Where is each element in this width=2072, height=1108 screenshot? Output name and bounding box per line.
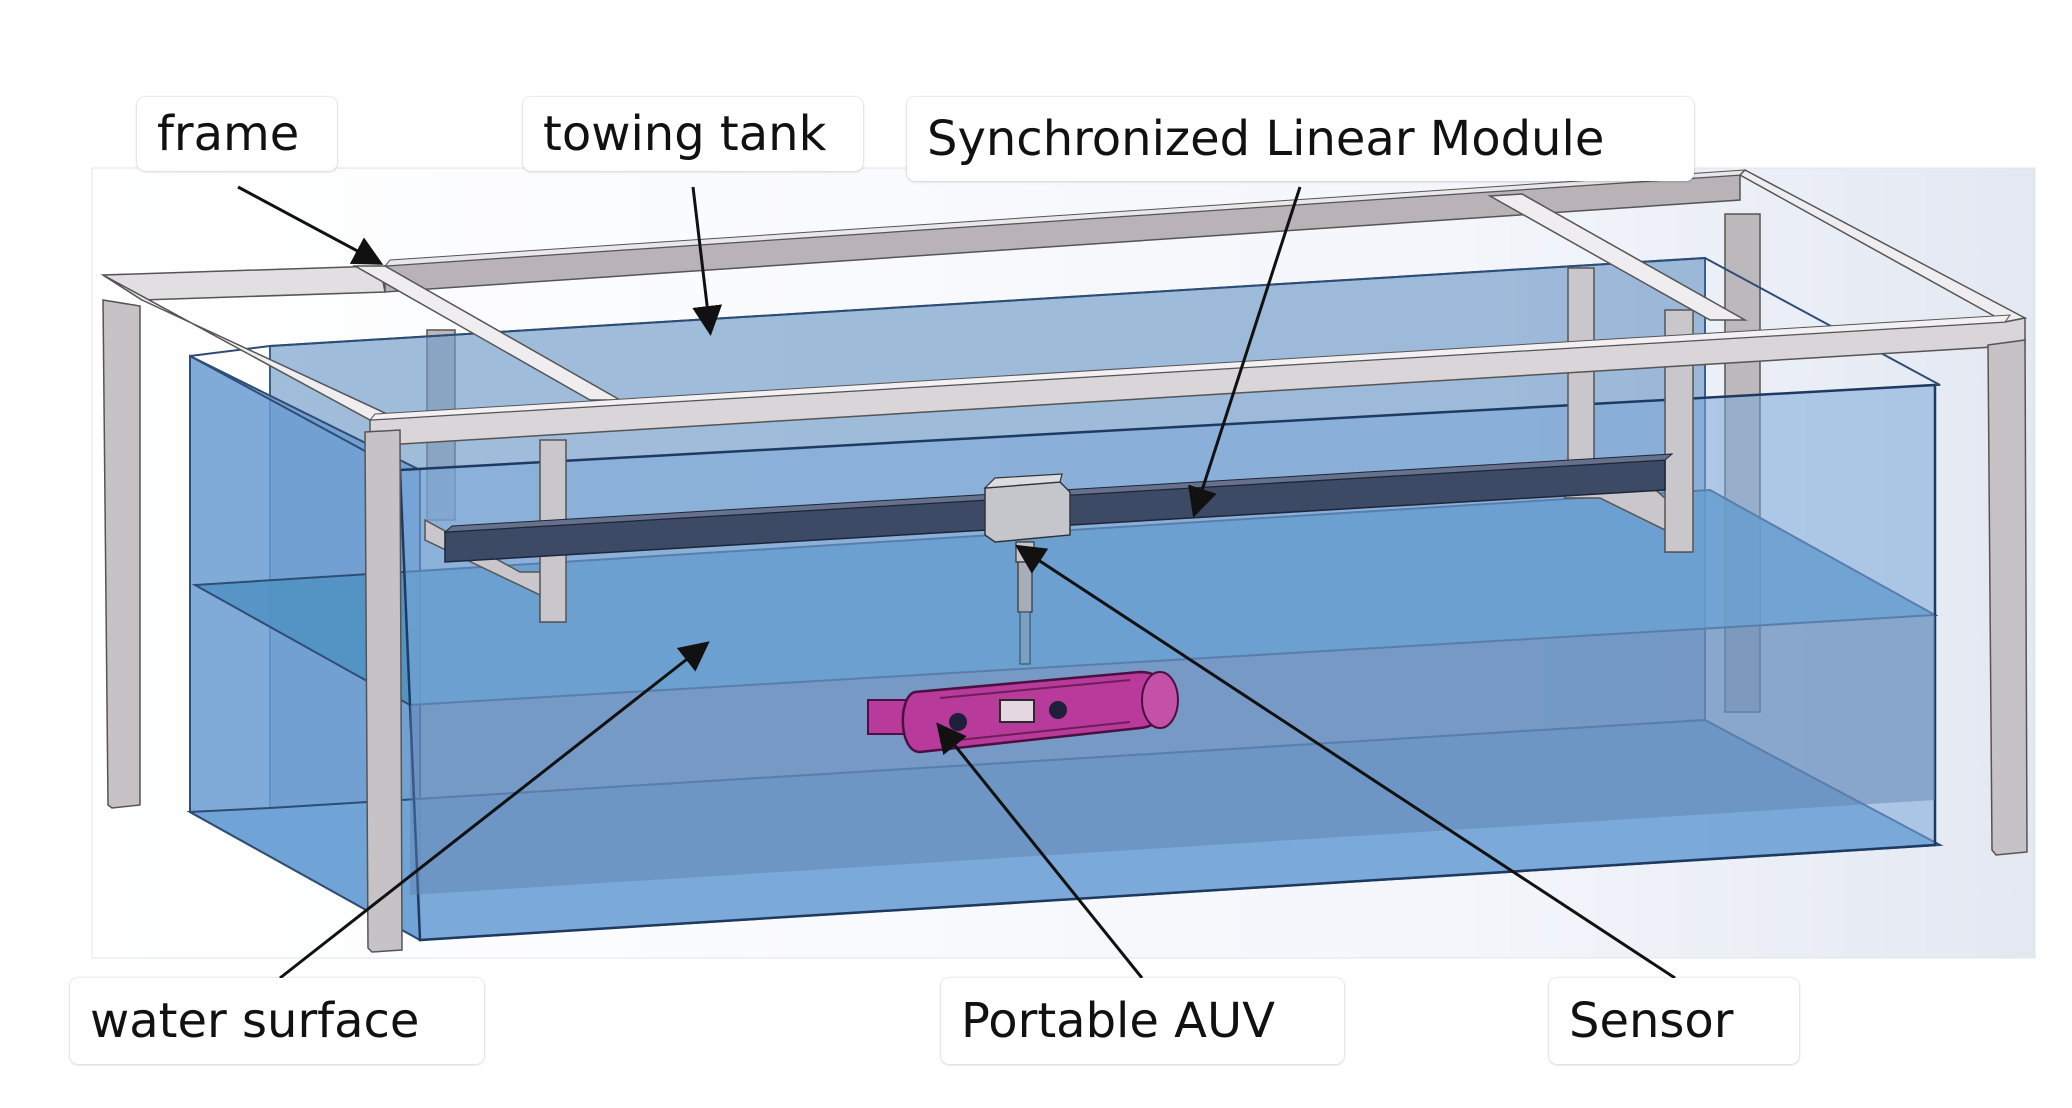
frame-leg-front	[364, 429, 403, 953]
label-frame-text: frame	[157, 106, 300, 162]
label-water-surface-text: water surface	[90, 993, 420, 1049]
frame-leg-left	[102, 299, 141, 809]
arrow-sensor	[1014, 544, 1676, 980]
label-water-surface: water surface	[70, 978, 484, 1064]
arrow-water-surface	[279, 641, 710, 980]
label-linear-module-text: Synchronized Linear Module	[927, 111, 1605, 167]
arrow-towing-tank	[691, 186, 723, 336]
arrow-portable-auv	[936, 722, 1144, 979]
label-portable-auv-text: Portable AUV	[961, 993, 1275, 1049]
arrow-frame	[237, 185, 384, 265]
annotation-arrows	[237, 185, 1676, 980]
arrow-linear-module	[1188, 186, 1302, 518]
frame	[100, 169, 2028, 953]
label-sensor-text: Sensor	[1569, 993, 1734, 1049]
frame-leg-right	[1987, 339, 2028, 856]
label-portable-auv: Portable AUV	[941, 978, 1344, 1064]
towing-tank	[186, 256, 1944, 942]
label-towing-tank: towing tank	[523, 97, 863, 171]
carriage	[983, 473, 1071, 543]
label-towing-tank-text: towing tank	[543, 106, 827, 162]
portable-auv	[867, 670, 1179, 754]
label-sensor: Sensor	[1549, 978, 1799, 1064]
label-frame: frame	[137, 97, 337, 171]
label-linear-module: Synchronized Linear Module	[907, 97, 1694, 181]
tank-underwater-zone	[410, 615, 1935, 895]
